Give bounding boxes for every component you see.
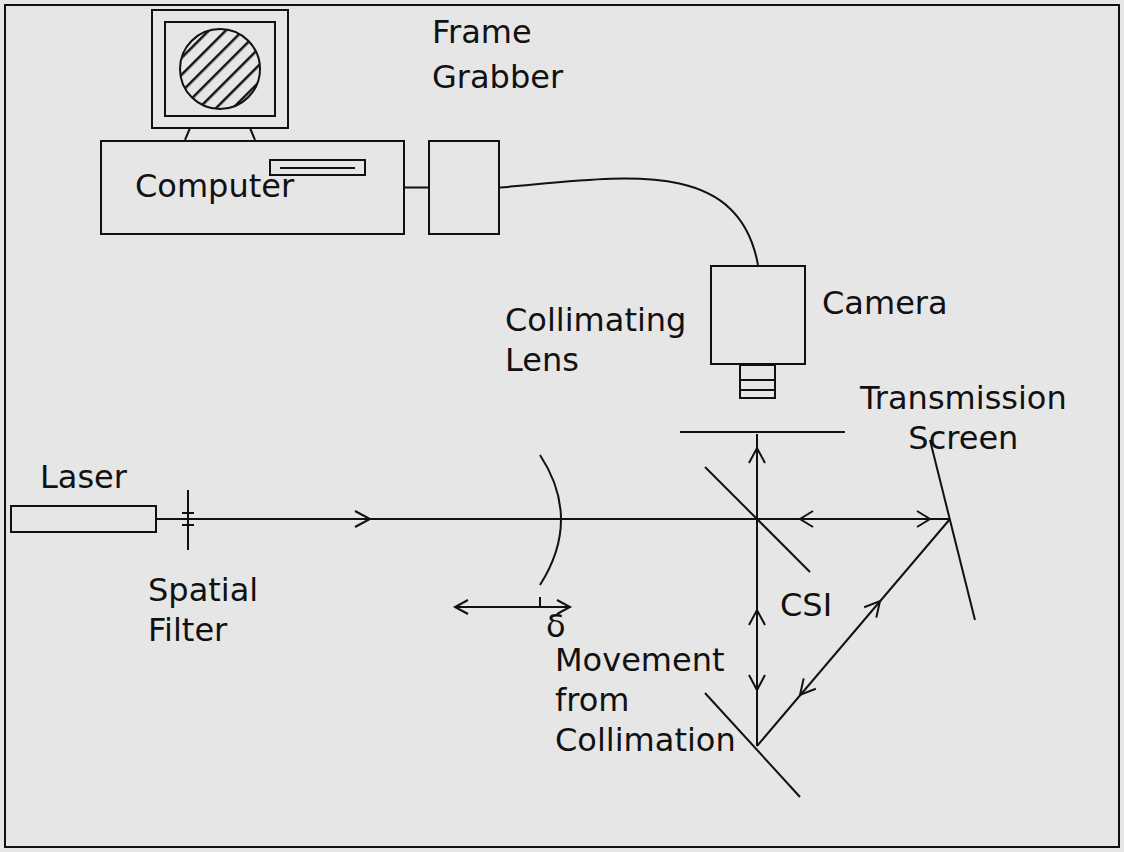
cable xyxy=(500,179,758,265)
lens-label: Collimating Lens xyxy=(505,300,686,380)
node-text: Laser xyxy=(40,455,127,500)
cable xyxy=(405,187,428,188)
filter-label: Spatial Filter xyxy=(148,570,258,650)
movement-label: Movement from Collimation xyxy=(555,640,736,760)
cable-line xyxy=(405,187,428,189)
laser-box: Laser xyxy=(10,505,157,533)
delta-symbol: δ xyxy=(546,606,566,646)
node-text: Computer xyxy=(135,164,294,209)
camera-box: Camera xyxy=(710,265,806,365)
node-text: Camera xyxy=(822,281,948,326)
frame-grabber-box: Frame Grabber xyxy=(428,140,500,235)
computer-box: Computer xyxy=(100,140,405,235)
node-text: Frame Grabber xyxy=(432,10,563,100)
csi-label: CSI xyxy=(780,585,832,625)
screen-label: Transmission Screen xyxy=(860,378,1067,458)
cable-line xyxy=(500,179,758,265)
